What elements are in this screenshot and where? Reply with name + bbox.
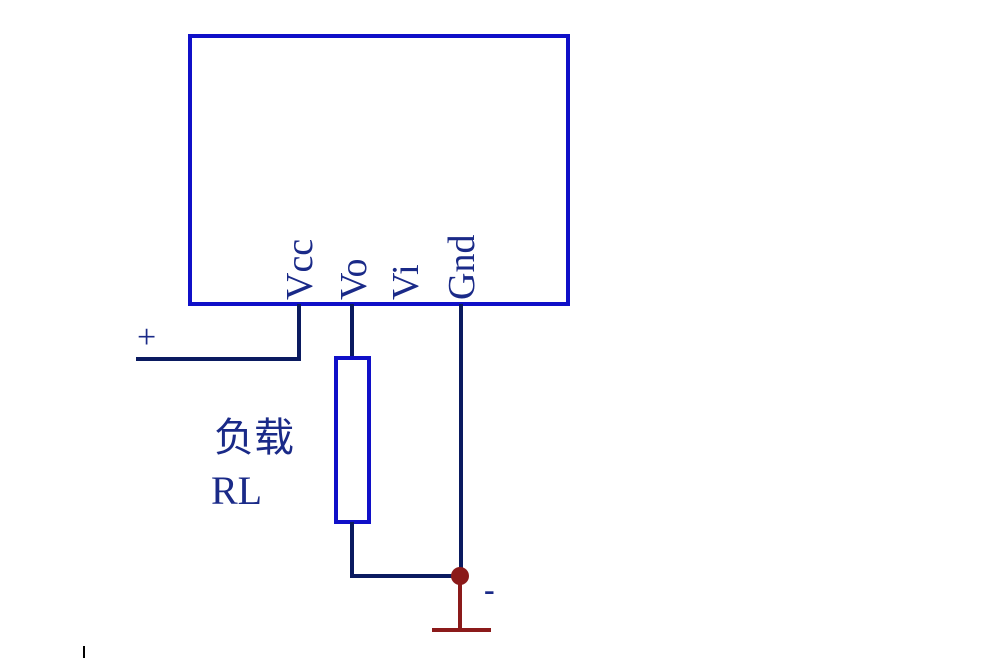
plus-label: +: [137, 319, 156, 356]
module-box: [188, 34, 570, 306]
pin-label-gnd: Gnd: [441, 235, 483, 300]
resistor-return-wire: [350, 522, 460, 578]
pin-label-vcc: Vcc: [279, 239, 321, 300]
vcc-wire: [136, 304, 301, 361]
pin-label-vi: Vi: [385, 264, 427, 300]
pin-label-vo: Vo: [333, 258, 375, 300]
minus-label: -: [484, 571, 495, 607]
load-label-rl: RL: [211, 468, 262, 513]
load-resistor: [334, 356, 371, 524]
load-label-cn: 负载: [214, 415, 294, 461]
